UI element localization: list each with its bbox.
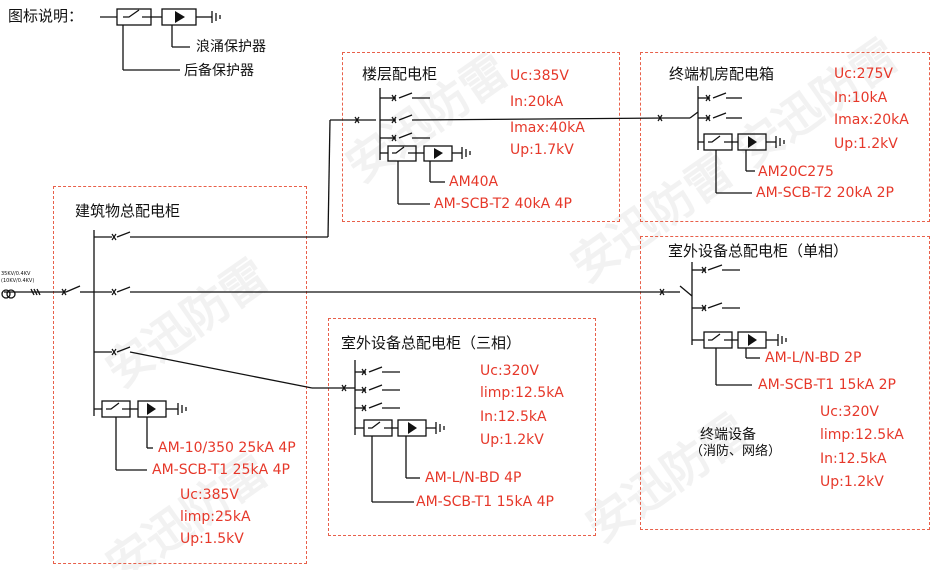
panel-building-main (53, 186, 307, 564)
outdoor-three-in: In:12.5kA (480, 409, 547, 425)
outdoor-three-up: Up:1.2kV (480, 432, 544, 448)
building-main-spd2: AM-SCB-T1 25kA 4P (152, 462, 290, 478)
legend-title: 图标说明： (8, 7, 84, 25)
floor-spd1: AM40A (449, 174, 499, 190)
terminal-equipment-sub: （消防、网络） (690, 444, 782, 459)
building-main-up: Up:1.5kV (180, 531, 244, 547)
floor-spd2: AM-SCB-T2 40kA 4P (434, 196, 572, 212)
outdoor-single-title: 室外设备总配电柜（单相） (668, 242, 849, 260)
outdoor-single-in: In:12.5kA (820, 451, 887, 467)
terminal-room-spd1: AM20C275 (758, 164, 834, 180)
outdoor-single-spd2: AM-SCB-T1 15kA 2P (758, 377, 896, 393)
floor-imax: Imax:40kA (510, 120, 585, 136)
outdoor-single-uc: Uc:320V (820, 404, 879, 420)
terminal-room-spd2: AM-SCB-T2 20kA 2P (756, 185, 894, 201)
terminal-room-uc: Uc:275V (834, 66, 893, 82)
building-main-limp: limp:25kA (180, 509, 251, 525)
outdoor-three-uc: Uc:320V (480, 363, 539, 379)
outdoor-three-limp: limp:12.5kA (480, 385, 564, 401)
source-label-2: (10KV/0.4KV) (1, 278, 35, 284)
floor-uc: Uc:385V (510, 68, 569, 84)
outdoor-three-spd1: AM-L/N-BD 4P (425, 470, 522, 486)
floor-title: 楼层配电柜 (362, 65, 438, 83)
panel-outdoor-single (640, 236, 930, 530)
outdoor-single-spd1: AM-L/N-BD 2P (765, 350, 862, 366)
building-main-title: 建筑物总配电柜 (75, 202, 181, 220)
building-main-spd1: AM-10/350 25kA 4P (158, 440, 296, 456)
outdoor-three-title: 室外设备总配电柜（三相） (341, 334, 522, 352)
terminal-room-imax: Imax:20kA (834, 112, 909, 128)
terminal-room-title: 终端机房配电箱 (669, 65, 775, 83)
building-main-uc: Uc:385V (180, 487, 239, 503)
source-label-1: 35KV/0.4KV (1, 271, 31, 277)
terminal-equipment-title: 终端设备 (700, 427, 756, 443)
terminal-room-in: In:10kA (834, 90, 888, 106)
panel-floor (342, 52, 620, 222)
terminal-room-up: Up:1.2kV (834, 136, 898, 152)
outdoor-single-limp: limp:12.5kA (820, 427, 904, 443)
outdoor-three-spd2: AM-SCB-T1 15kA 4P (416, 494, 554, 510)
legend-surge-protector: 浪涌保护器 (196, 39, 266, 55)
outdoor-single-up: Up:1.2kV (820, 474, 884, 490)
panel-outdoor-three (328, 318, 596, 536)
panel-terminal-room (640, 52, 930, 222)
legend-backup-protector: 后备保护器 (184, 63, 254, 79)
floor-in: In:20kA (510, 94, 564, 110)
floor-up: Up:1.7kV (510, 142, 574, 158)
